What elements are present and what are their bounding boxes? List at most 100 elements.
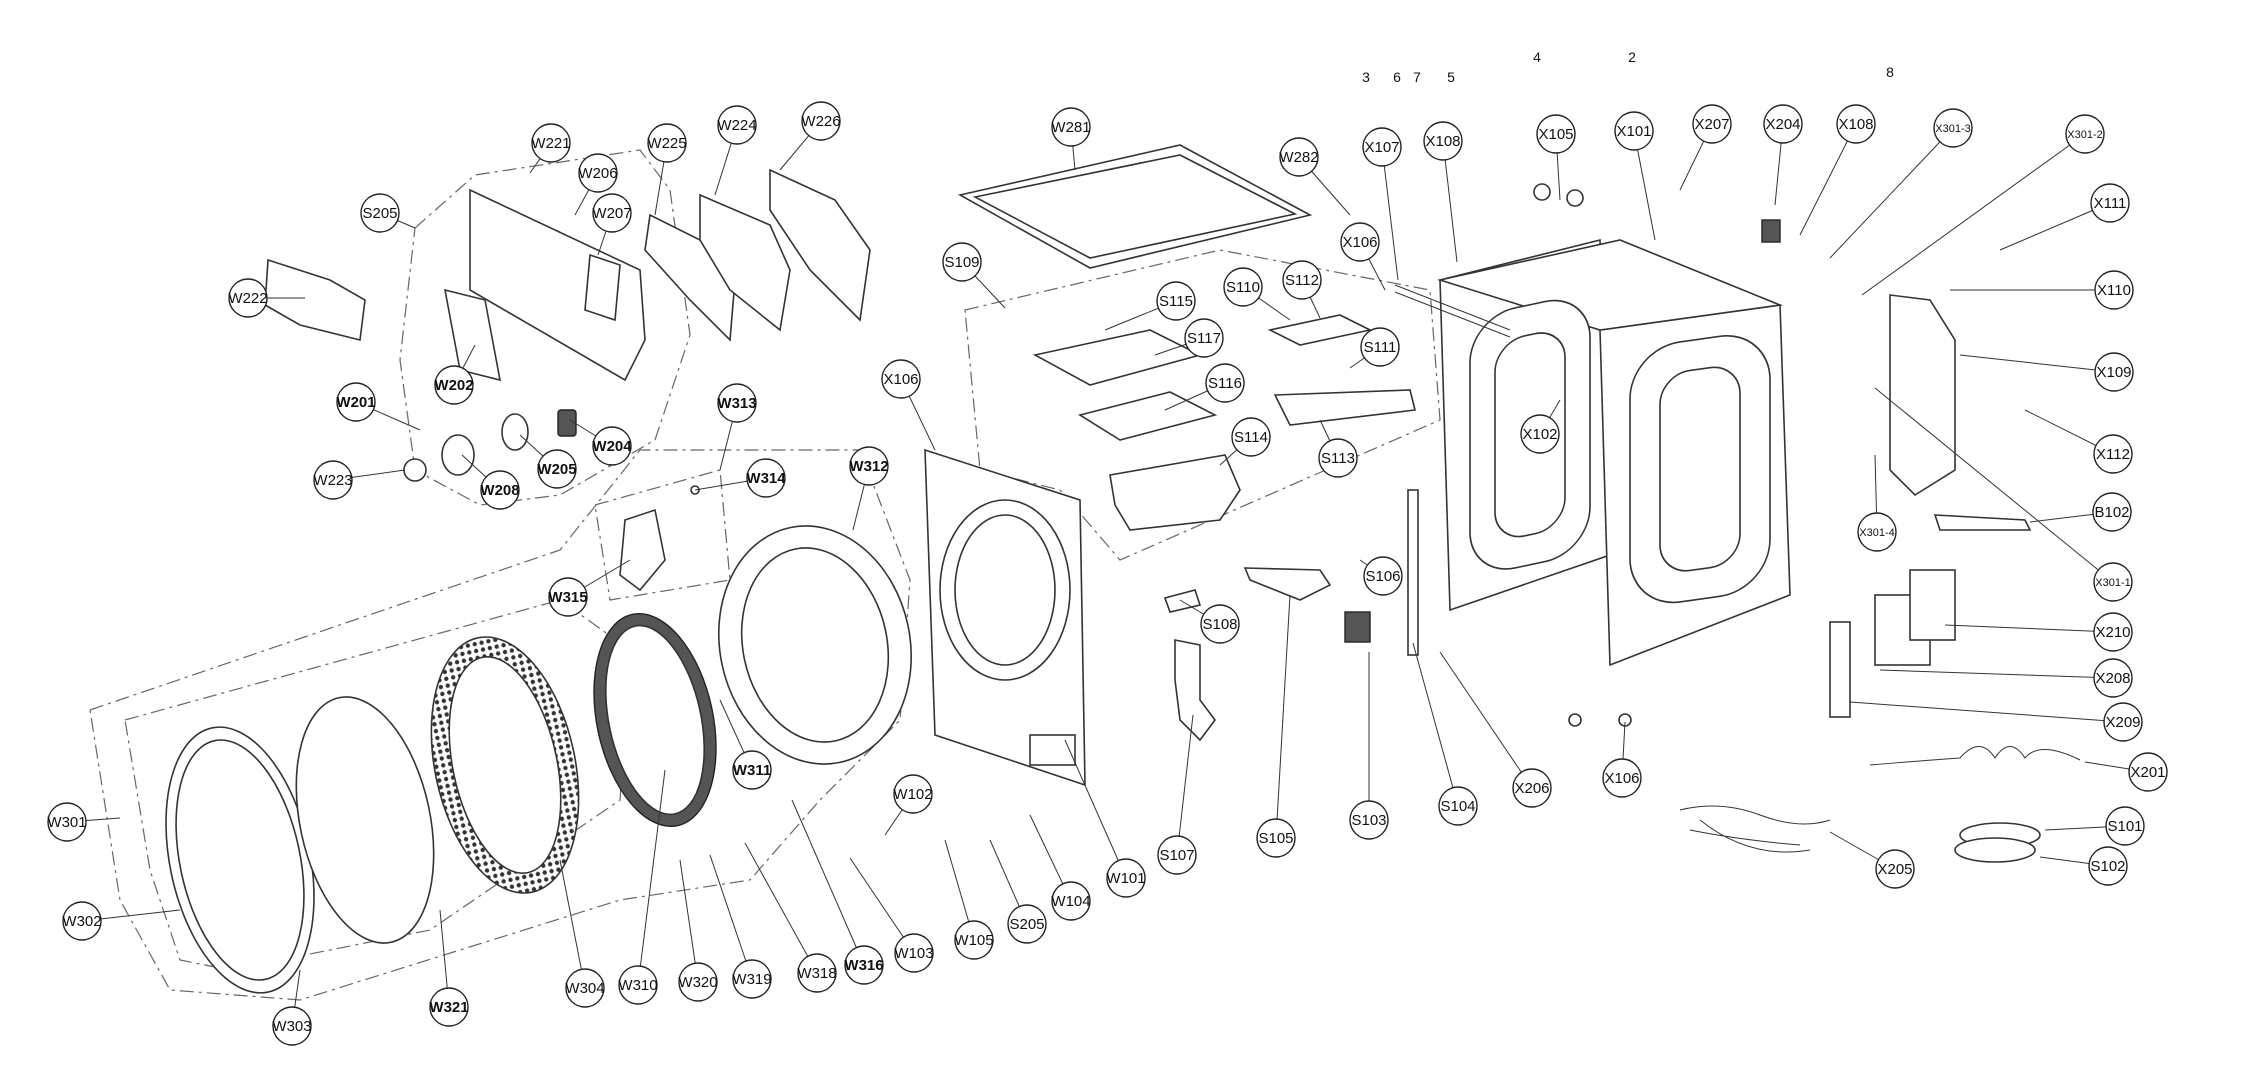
callout-s113: S113: [1318, 438, 1358, 478]
header-number-3: 3: [1362, 69, 1370, 85]
callout-x301-2: X301-2: [2065, 114, 2105, 154]
callout-bubble: [801, 101, 841, 141]
callout-w104: W104: [1051, 881, 1091, 921]
callout-w320: W320: [678, 962, 718, 1002]
door-outer-ring-inner: [175, 739, 305, 981]
callout-bubble: [1602, 758, 1642, 798]
callout-bubble: [2090, 183, 2130, 223]
callout-w313: W313: [717, 383, 757, 423]
callout-s108: S108: [1200, 604, 1240, 644]
callout-x301-1: X301-1: [2093, 562, 2133, 602]
callout-bubble: [1363, 556, 1403, 596]
callout-bubble: [537, 449, 577, 489]
callout-bubble: [1763, 104, 1803, 144]
callout-bubble: [1318, 438, 1358, 478]
callout-bubble: [1007, 904, 1047, 944]
suspension-spring-2: [1566, 189, 1584, 207]
top-cover-inner: [972, 154, 1298, 259]
callout-bubble: [894, 933, 934, 973]
callout-bubble: [1051, 881, 1091, 921]
cabinet-top-rail-2: [1394, 291, 1511, 338]
leader-x301-2: [1861, 133, 2086, 296]
callout-x210: X210: [2093, 612, 2133, 652]
callout-x111: X111: [2090, 183, 2130, 223]
callout-label: X105: [1538, 126, 1573, 143]
callout-bubble: [1256, 818, 1296, 858]
leader-x108: [1442, 140, 1458, 263]
callout-bubble: [732, 959, 772, 999]
callout-bubble: [2088, 846, 2128, 886]
callout-label: W205: [537, 461, 576, 478]
callout-w202: W202: [434, 365, 474, 405]
callout-label: W304: [565, 980, 604, 997]
callout-x105: X105: [1536, 114, 1576, 154]
callout-x112: X112: [2093, 434, 2133, 474]
callout-s117: S117: [1184, 318, 1224, 358]
leader-w316: [791, 799, 865, 966]
leader-x109: [1959, 354, 2115, 373]
leader-x111: [1999, 202, 2111, 251]
drawer-housing-cover: [1032, 329, 1203, 386]
leader-s104: [1412, 642, 1459, 807]
callout-label: S110: [1226, 279, 1260, 296]
leader-x209: [1849, 701, 2124, 723]
program-knob-ring: [441, 434, 475, 476]
callout-bubble: [2128, 752, 2168, 792]
callout-w282: W282: [1279, 137, 1319, 177]
header-number-5: 5: [1447, 69, 1455, 85]
callout-s105: S105: [1256, 818, 1296, 858]
callout-s101: S101: [2105, 806, 2145, 846]
callout-label: W104: [1051, 893, 1090, 910]
callout-x108: X108: [1836, 104, 1876, 144]
frame-upright: [1407, 489, 1419, 656]
callout-x102: X102: [1520, 414, 1560, 454]
callout-bubble: [1360, 327, 1400, 367]
callout-label: W103: [894, 945, 933, 962]
callout-w321: W321: [429, 987, 469, 1027]
header-number-8: 8: [1886, 64, 1894, 80]
callout-label: W302: [62, 913, 101, 930]
callout-bubble: [618, 965, 658, 1005]
leader-w101: [1064, 739, 1127, 879]
callout-label: X106: [883, 371, 918, 388]
callout-label: X301-4: [1859, 527, 1894, 539]
inlet-hose-coil-2: [1954, 837, 2036, 863]
door-glass: [295, 696, 435, 944]
leader-x208: [1879, 669, 2114, 679]
filter-board: [1829, 621, 1851, 718]
callout-label: S114: [1234, 429, 1268, 446]
callout-label: X108: [1425, 133, 1460, 150]
callout-bubble: [1933, 108, 1973, 148]
callout-x109: X109: [2094, 352, 2134, 392]
callout-label: S115: [1159, 293, 1193, 310]
callout-w319: W319: [732, 959, 772, 999]
callout-w318: W318: [797, 953, 837, 993]
callout-w223: W223: [313, 460, 353, 500]
callout-label: S103: [1351, 812, 1386, 829]
callout-label: W281: [1051, 119, 1090, 136]
leader-x301-1: [1874, 387, 2114, 583]
header-number-2: 2: [1628, 49, 1636, 65]
callout-bubble: [849, 446, 889, 486]
callout-bubble: [1692, 104, 1732, 144]
callout-bubble: [2103, 702, 2143, 742]
callout-x108: X108: [1423, 121, 1463, 161]
callout-bubble: [1156, 281, 1196, 321]
drawer-siphon: [1267, 314, 1373, 346]
callout-s205: S205: [360, 193, 400, 233]
callout-bubble: [1106, 858, 1146, 898]
callout-x101: X101: [1614, 111, 1654, 151]
callout-bubble: [1340, 222, 1380, 262]
callout-w204: W204: [592, 426, 632, 466]
callout-x205: X205: [1875, 849, 1915, 889]
callout-w315: W315: [548, 577, 588, 617]
callout-label: W207: [592, 205, 631, 222]
wire-harness: [1679, 805, 1831, 853]
callout-w304: W304: [565, 968, 605, 1008]
callout-label: S107: [1159, 847, 1194, 864]
callout-bubble: [434, 365, 474, 405]
callout-s110: S110: [1223, 267, 1263, 307]
leader-w304: [559, 859, 586, 989]
leader-x108: [1799, 123, 1857, 236]
callout-label: W316: [844, 957, 883, 974]
